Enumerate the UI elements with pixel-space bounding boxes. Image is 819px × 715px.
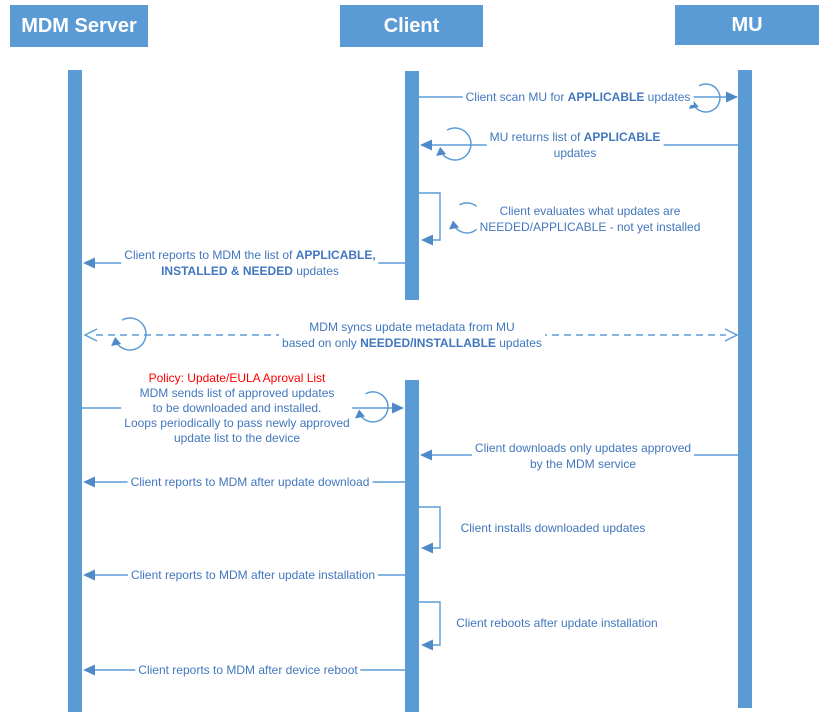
self-message-client-evaluates <box>419 192 483 246</box>
message-text: to be downloaded and installed. <box>121 401 353 416</box>
actor-label-mu: MU <box>731 13 763 36</box>
message-label-scan-mu: Client scan MU for APPLICABLE updates <box>462 89 694 105</box>
message-text: Client reboots after update installation <box>453 615 661 631</box>
actor-header-mdm-server: MDM Server <box>10 5 148 47</box>
loop-icon-arrowhead <box>436 147 447 156</box>
lifeline-mdm-server <box>68 70 82 712</box>
actor-label-mdm-server: MDM Server <box>21 14 137 37</box>
message-text: INSTALLED & NEEDED updates <box>121 263 379 279</box>
loop-icon <box>115 317 147 351</box>
message-label-client-evaluates: Client evaluates what updates are NEEDED… <box>476 203 704 235</box>
message-text: MDM syncs update metadata from MU <box>279 319 545 335</box>
message-text: MDM sends list of approved updates <box>121 386 353 401</box>
message-text: Client reports to MDM after update downl… <box>127 474 373 490</box>
message-text: Loops periodically to pass newly approve… <box>121 416 353 431</box>
message-text: Client reports to MDM the list of APPLIC… <box>121 247 379 263</box>
message-text: based on only NEEDED/INSTALLABLE updates <box>279 335 545 351</box>
message-label-mdm-syncs: MDM syncs update metadata from MU based … <box>279 319 545 351</box>
message-text: by the MDM service <box>471 456 695 472</box>
message-label-report-download: Client reports to MDM after update downl… <box>127 474 373 490</box>
message-label-mu-returns: MU returns list of APPLICABLE updates <box>486 129 664 161</box>
loop-icon <box>359 391 389 423</box>
actor-label-client: Client <box>383 14 440 37</box>
lifeline-client-segment-2 <box>405 380 419 712</box>
message-text: Client installs downloaded updates <box>457 520 649 536</box>
message-label-client-reports-list: Client reports to MDM the list of APPLIC… <box>121 247 379 279</box>
message-label-client-reboots: Client reboots after update installation <box>453 615 661 631</box>
message-text: Client reports to MDM after device reboo… <box>135 662 361 678</box>
message-text: MU returns list of APPLICABLE <box>486 129 664 145</box>
message-text: Client downloads only updates approved <box>471 440 695 456</box>
actor-header-mu: MU <box>675 5 819 45</box>
loop-icon <box>693 83 721 113</box>
self-message-client-reboots <box>419 601 441 651</box>
loop-icon-arrowhead <box>111 337 122 346</box>
message-text: NEEDED/APPLICABLE - not yet installed <box>476 219 704 235</box>
message-label-report-reboot: Client reports to MDM after device reboo… <box>135 662 361 678</box>
message-text: updates <box>486 145 664 161</box>
message-text: Client scan MU for APPLICABLE updates <box>462 89 694 105</box>
policy-title: Policy: Update/EULA Aproval List <box>121 371 353 386</box>
loop-icon-arrowhead <box>355 409 365 419</box>
lifeline-client-segment-1 <box>405 71 419 300</box>
message-text: Client evaluates what updates are <box>476 203 704 219</box>
lifeline-mu <box>738 70 752 708</box>
loop-icon <box>440 127 472 161</box>
message-text: Client reports to MDM after update insta… <box>127 567 379 583</box>
self-message-client-installs <box>419 506 441 554</box>
actor-header-client: Client <box>340 5 483 47</box>
message-label-report-installation: Client reports to MDM after update insta… <box>127 567 379 583</box>
message-label-policy-approval: Policy: Update/EULA Aproval List MDM sen… <box>121 371 353 446</box>
loop-icon-arrowhead <box>688 100 699 109</box>
message-label-client-downloads: Client downloads only updates approved b… <box>471 440 695 472</box>
message-text: update list to the device <box>121 431 353 446</box>
loop-icon-arrowhead <box>449 220 459 230</box>
message-label-client-installs: Client installs downloaded updates <box>457 520 649 536</box>
